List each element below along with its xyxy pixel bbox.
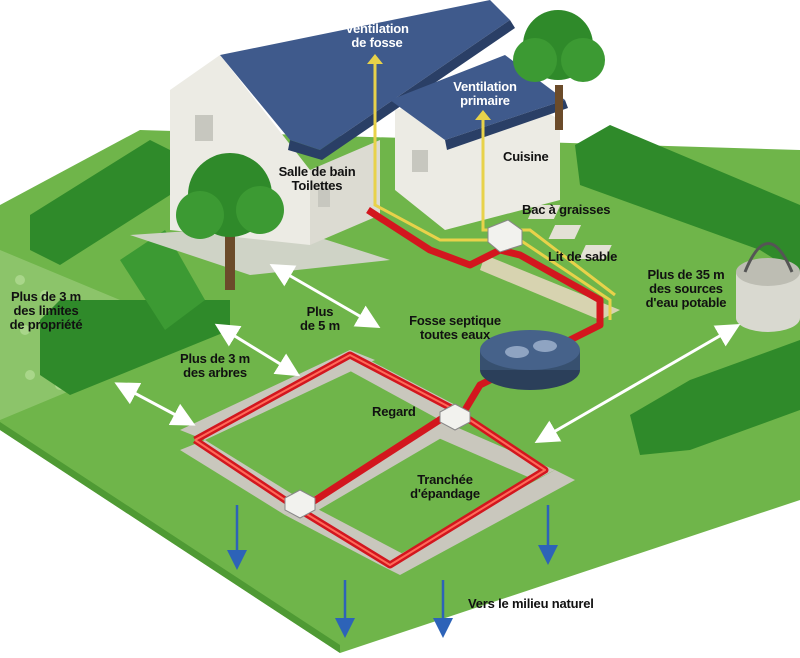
label-plus-3m-limites: Plus de 3 m des limites de propriété [9, 289, 83, 332]
manhole-front [284, 489, 316, 519]
label-fosse-septique: Fosse septique toutes eaux [409, 313, 501, 342]
vent-cap-fosse [367, 54, 383, 64]
label-cuisine: Cuisine [503, 149, 549, 164]
label-regard: Regard [372, 404, 416, 419]
vent-cap-primaire [475, 110, 491, 120]
sand-bed [480, 255, 620, 320]
label-plus-5m: Plus de 5 m [300, 304, 340, 333]
infiltration-arrows [227, 505, 558, 638]
house-roof-edge [288, 20, 515, 160]
tree-back-right [513, 10, 605, 130]
tree-front-left [176, 153, 284, 290]
label-tranchee: Tranchée d'épandage [410, 472, 480, 501]
well [736, 242, 800, 332]
hedge-left-front [40, 300, 230, 395]
hedge-left-back [30, 140, 170, 265]
label-ventilation-fosse: Ventilation de fosse [345, 21, 409, 50]
hedge-right-back [575, 125, 800, 275]
grease-trap [487, 219, 523, 253]
house-wall-front [310, 140, 380, 245]
label-plus-3m-arbres: Plus de 3 m des arbres [179, 351, 251, 380]
manhole-regard [439, 403, 471, 431]
label-salle-de-bain: Salle de bain Toilettes [278, 164, 356, 193]
label-bac-graisses: Bac à graisses [522, 202, 611, 217]
distance-arrows [114, 263, 741, 444]
hedge-left-side [120, 230, 205, 330]
window-3 [412, 150, 428, 172]
window-2 [318, 185, 330, 207]
label-ventilation-primaire: Ventilation primaire [453, 79, 517, 108]
label-lit-de-sable: Lit de sable [548, 249, 618, 264]
annex-roof-edge [445, 100, 568, 150]
window-1 [195, 115, 213, 141]
label-milieu-naturel: Vers le milieu naturel [468, 596, 594, 611]
lawn-front-edge [0, 422, 340, 653]
label-plus-35m: Plus de 35 m des sources d'eau potable [645, 267, 727, 310]
house-roof [220, 0, 510, 150]
